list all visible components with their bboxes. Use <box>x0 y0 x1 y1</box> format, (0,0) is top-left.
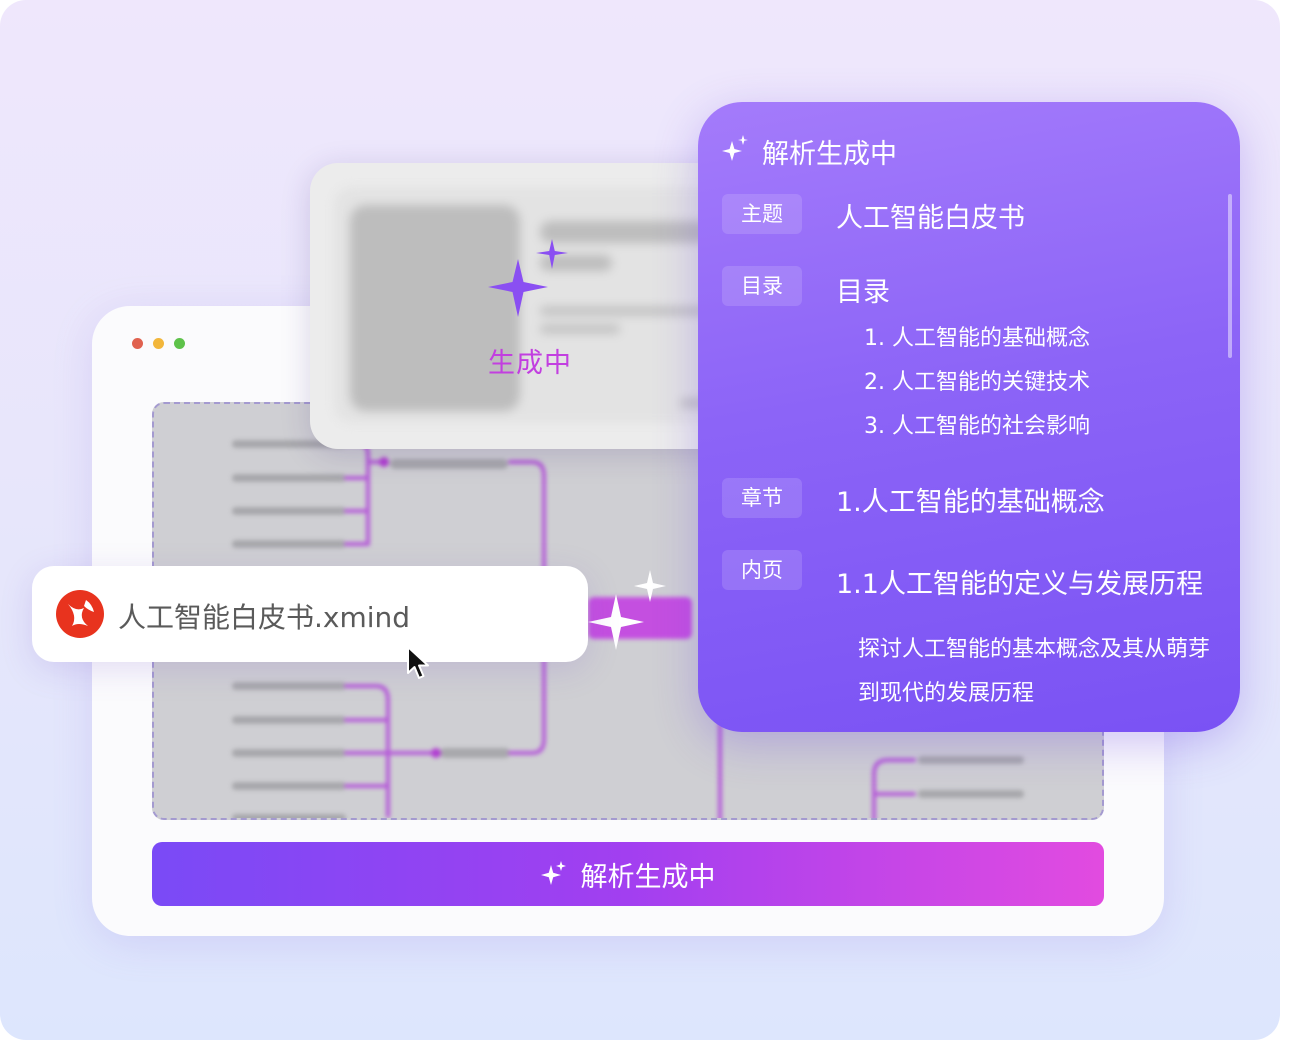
mindmap-drawing <box>232 440 1024 818</box>
parse-generate-button[interactable]: 解析生成中 <box>152 842 1104 906</box>
page-description: 探讨人工智能的基本概念及其从萌芽到现代的发展历程 <box>858 637 1211 706</box>
window-close-dot[interactable] <box>132 338 143 349</box>
chapter-label: 章节 <box>722 478 802 518</box>
parse-generate-label: 解析生成中 <box>580 861 716 893</box>
sparkle-icon <box>540 861 566 885</box>
chapter-value: 1.人工智能的基础概念 <box>836 487 1105 518</box>
topic-label: 主题 <box>722 194 802 234</box>
xmind-logo-icon <box>56 590 104 638</box>
xmind-file-chip[interactable]: 人工智能白皮书.xmind <box>32 566 588 662</box>
toc-title: 目录 <box>836 277 890 308</box>
sparkle-icon <box>488 239 568 317</box>
toc-item: 2. 人工智能的关键技术 <box>864 370 1090 395</box>
sparkle-icon <box>588 570 666 650</box>
topic-value: 人工智能白皮书 <box>836 203 1025 234</box>
mouse-cursor-icon <box>407 646 429 679</box>
toc-item: 1. 人工智能的基础概念 <box>864 326 1090 351</box>
mindmap-root-node <box>588 597 692 639</box>
window-controls <box>132 338 185 349</box>
panel-scrollbar[interactable] <box>1228 194 1232 358</box>
preview-generating-label: 生成中 <box>488 348 572 379</box>
parse-result-panel: 解析生成中 主题 人工智能白皮书 目录 目录 1. 人工智能的基础概念 2. 人… <box>698 102 1240 732</box>
window-minimize-dot[interactable] <box>153 338 164 349</box>
panel-title: 解析生成中 <box>762 139 897 170</box>
file-name: 人工智能白皮书.xmind <box>118 601 411 634</box>
toc-label: 目录 <box>722 266 802 306</box>
page-label: 内页 <box>722 550 802 590</box>
generated-preview-card: 生成中 <box>310 163 750 449</box>
window-maximize-dot[interactable] <box>174 338 185 349</box>
preview-placeholder <box>310 163 750 449</box>
sparkle-icon <box>722 135 748 161</box>
toc-item: 3. 人工智能的社会影响 <box>864 414 1090 439</box>
page-value: 1.1人工智能的定义与发展历程 <box>836 569 1203 600</box>
